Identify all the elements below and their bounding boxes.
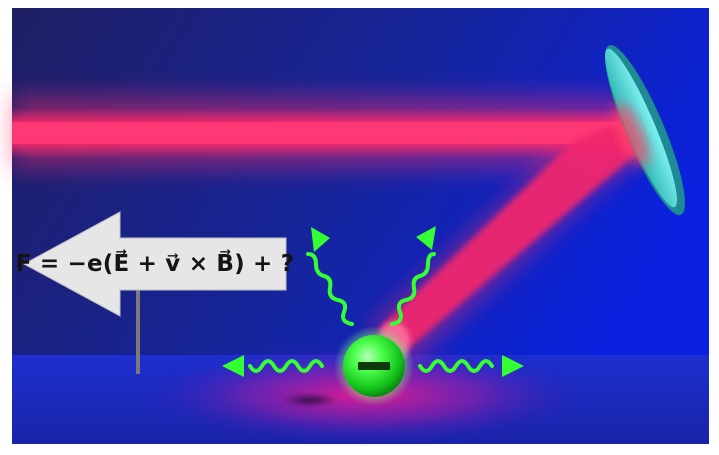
charge-minus-symbol bbox=[358, 362, 390, 370]
electron-shadow bbox=[282, 392, 338, 408]
arrow-sign-icon bbox=[22, 211, 287, 374]
sign-post bbox=[136, 290, 140, 374]
equation-text: F = −e(E⃗ + v⃗ × B⃗) + ? bbox=[15, 251, 295, 277]
wave-arrow-heads bbox=[222, 226, 524, 377]
mirror-icon bbox=[605, 44, 685, 216]
laser-beam bbox=[12, 96, 640, 362]
force-equation-label: F = −e(E⃗ + v⃗ × B⃗) + ? bbox=[16, 238, 294, 290]
electron-icon bbox=[334, 326, 414, 406]
wave-arrow-icon bbox=[248, 252, 494, 373]
